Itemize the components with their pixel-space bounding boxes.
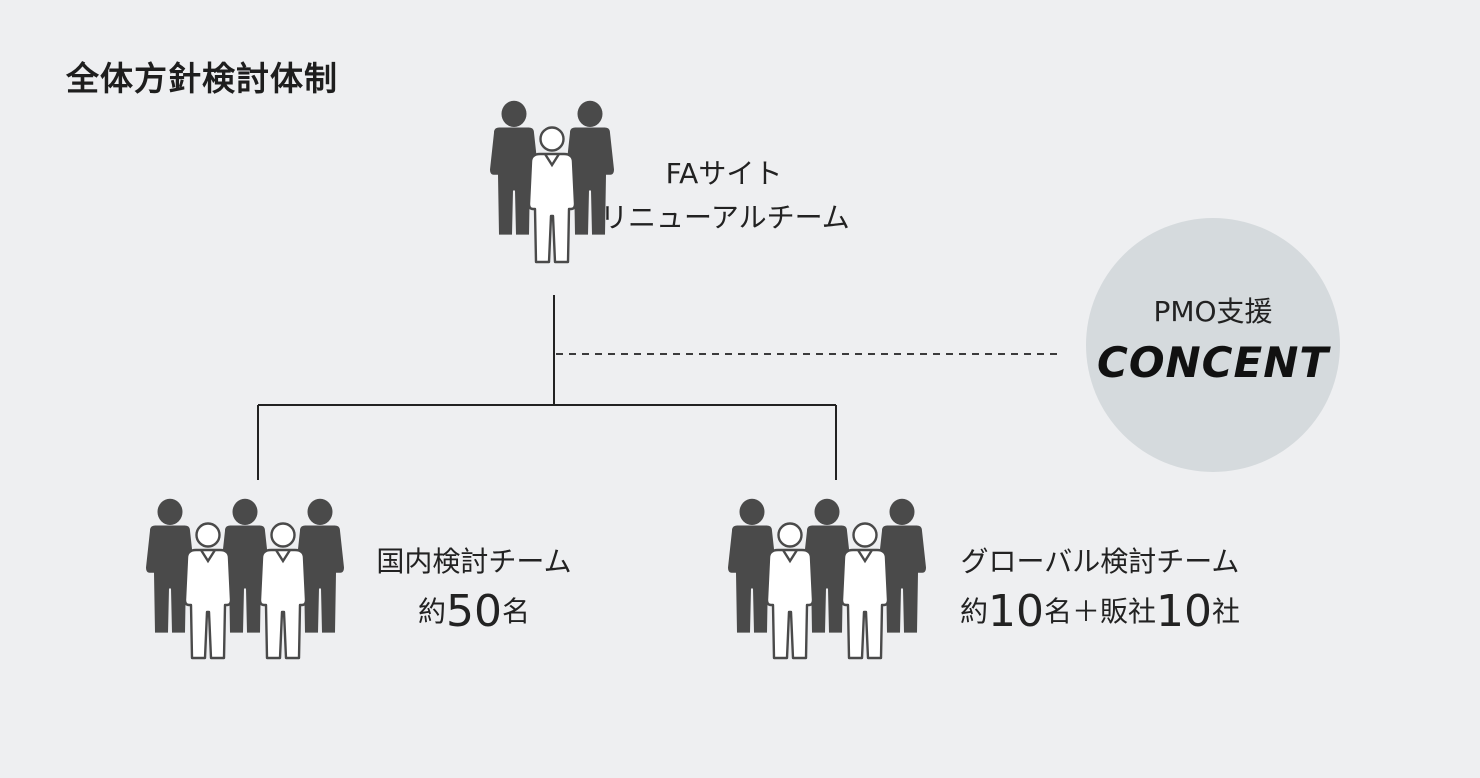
domestic-team-count: 50 <box>446 586 502 637</box>
pmo-company-name: CONCENT <box>1097 338 1329 387</box>
global-team-label: グローバル検討チーム 約10名＋販社10社 <box>940 540 1260 634</box>
global-team-unit1: 名＋販社 <box>1043 595 1156 628</box>
pmo-label: PMO支援 <box>1153 295 1273 328</box>
pmo-circle: PMO支援 CONCENT <box>1086 218 1340 472</box>
people-group-icon <box>728 498 926 660</box>
top-team-line1: FAサイト <box>665 157 783 190</box>
global-team-prefix: 約 <box>959 595 988 628</box>
global-team-count2: 10 <box>1156 586 1212 637</box>
domestic-team-unit: 名 <box>502 595 531 628</box>
global-team-unit2: 社 <box>1212 595 1241 628</box>
top-team-line2: リニューアルチーム <box>600 201 850 234</box>
people-group-icon <box>146 498 344 660</box>
domestic-team-label: 国内検討チーム 約50名 <box>360 540 588 634</box>
page-title: 全体方針検討体制 <box>66 59 338 98</box>
global-team-name: グローバル検討チーム <box>960 545 1240 578</box>
domestic-team-name: 国内検討チーム <box>376 545 572 578</box>
global-team-count1: 10 <box>987 586 1044 637</box>
domestic-team-prefix: 約 <box>417 595 446 628</box>
top-team-label: FAサイト リニューアルチーム <box>600 152 850 240</box>
